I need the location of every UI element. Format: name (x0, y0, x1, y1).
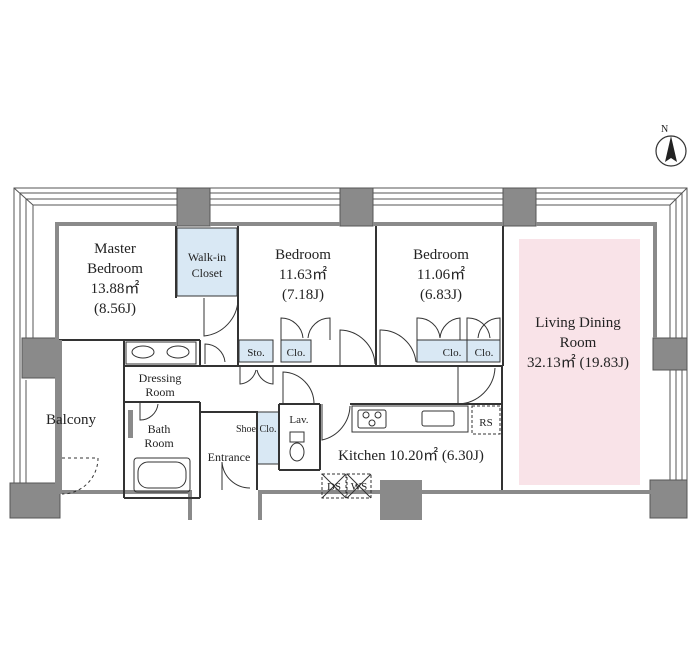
walkin-closet-fill (176, 227, 238, 297)
clo-a-label: Clo. (287, 347, 306, 359)
entrance-name: Entrance (208, 450, 251, 464)
lav-name: Lav. (289, 414, 308, 426)
interior-walls (58, 226, 504, 499)
bedroom-b-name: Bedroom (413, 247, 469, 263)
compass-label: N (661, 124, 668, 135)
living-room-name-2: Room (560, 335, 597, 351)
exterior-walls (55, 222, 657, 520)
bedroom-a-name: Bedroom (275, 247, 331, 263)
refrigerator-space (471, 405, 501, 435)
balcony-name: Balcony (46, 412, 96, 428)
toilet (289, 431, 305, 462)
bathtub (128, 410, 191, 493)
clo-b2-fill (466, 339, 501, 363)
ds-ws-boxes (321, 473, 372, 499)
bath-room-name-1: Bath (148, 422, 171, 436)
vanity-sinks (125, 341, 197, 365)
balcony-walls (55, 340, 100, 494)
bedroom-b-jo: (6.83J) (420, 287, 462, 303)
compass: N (655, 124, 687, 167)
ws-label: WS (351, 481, 368, 493)
clo-b1-label: Clo. (443, 347, 462, 359)
bath-room-name-2: Room (144, 436, 174, 450)
living-room-name-1: Living Dining (535, 315, 621, 331)
living-room-area: 32.13㎡ (19.83J) (527, 354, 629, 371)
shoe-clo-label: Clo. (260, 424, 277, 435)
doors (61, 298, 501, 495)
bedroom-b-area: 11.06㎡ (417, 266, 465, 283)
sto-label: Sto. (247, 347, 265, 359)
kitchen-label: Kitchen 10.20㎡ (6.30J) (338, 447, 484, 464)
rs-label: RS (479, 417, 492, 429)
dressing-room-name-1: Dressing (139, 371, 182, 385)
master-bedroom-name-1: Master (94, 241, 136, 257)
walkin-closet-name-1: Walk-in (188, 250, 226, 264)
clo-b2-label: Clo. (475, 347, 494, 359)
clo-a-fill (280, 339, 312, 363)
shoe-clo-fill (256, 411, 280, 465)
shoe-name: Shoe (236, 424, 257, 435)
bedroom-a-jo: (7.18J) (282, 287, 324, 303)
ds-label: DS (327, 481, 341, 493)
structural-columns (9, 187, 688, 519)
north-arrow-icon (665, 136, 677, 162)
master-bedroom-area: 13.88㎡ (91, 280, 140, 297)
living-room-fill (519, 239, 640, 485)
walkin-closet-name-2: Closet (192, 266, 223, 280)
bedroom-a-area: 11.63㎡ (279, 266, 327, 283)
master-bedroom-jo: (8.56J) (94, 301, 136, 317)
kitchen-appliances (351, 405, 469, 433)
master-bedroom-name-2: Bedroom (87, 261, 143, 277)
storage-labels: Sto. Clo. Clo. Clo. Clo. RS DS WS (247, 347, 493, 493)
room-labels: Master Bedroom 13.88㎡ (8.56J) Walk-in Cl… (46, 241, 629, 464)
dressing-room-name-2: Room (145, 385, 175, 399)
